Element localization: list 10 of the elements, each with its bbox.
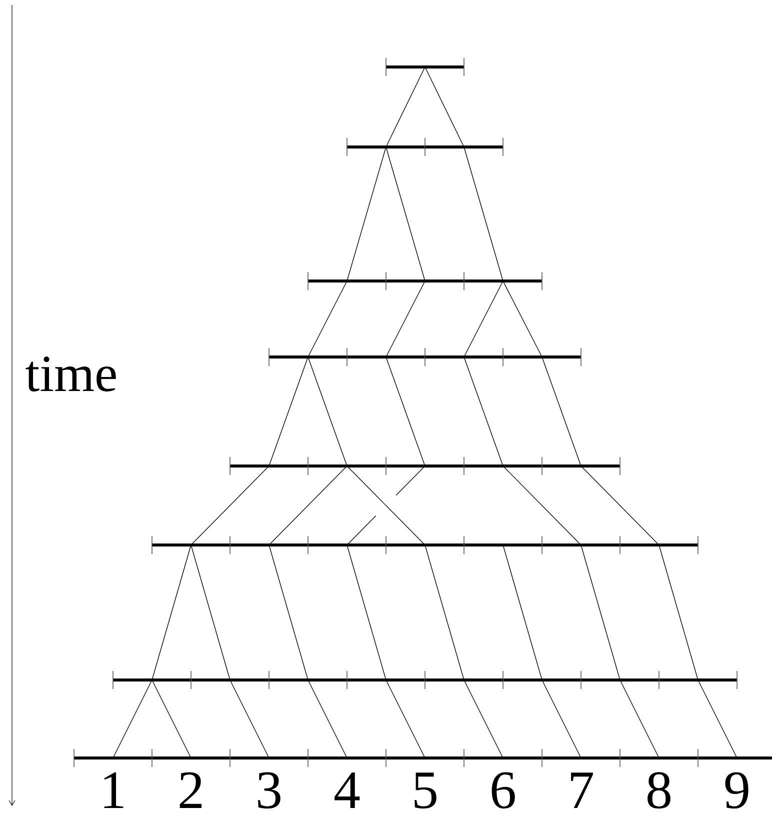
column-number: 8	[648, 772, 670, 809]
column-number: 9	[725, 772, 748, 809]
column-number: 6	[492, 772, 515, 809]
column-number: 2	[180, 772, 202, 808]
axis-label: time	[26, 356, 116, 392]
column-number: 1	[104, 772, 124, 808]
column-number: 5	[414, 772, 436, 809]
column-number: 4	[334, 772, 360, 808]
column-number: 3	[258, 772, 280, 809]
column-number: 7	[571, 772, 593, 808]
